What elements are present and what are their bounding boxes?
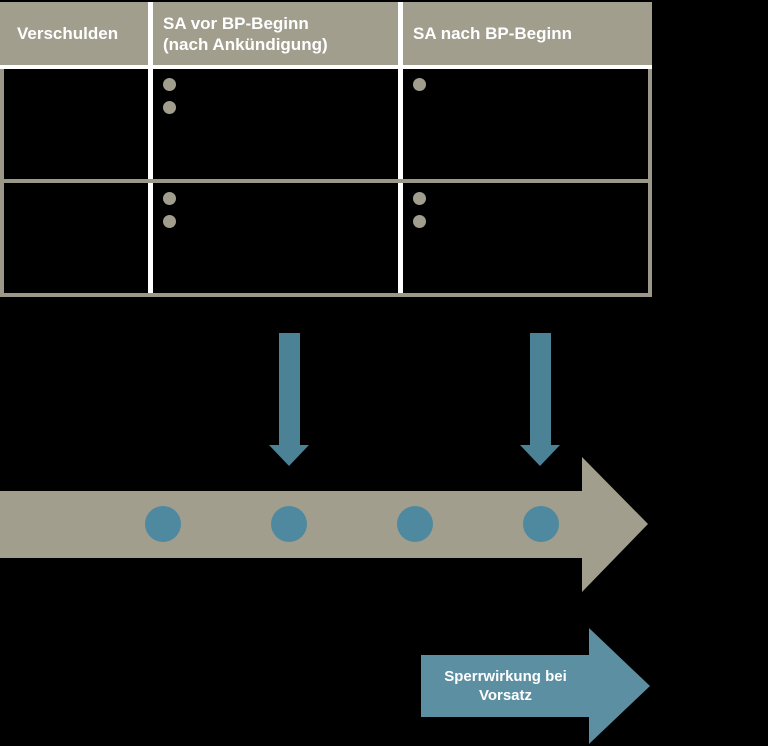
row-divider [0, 179, 652, 183]
column-separator-2 [398, 2, 403, 297]
cell-row1-sa-nach-bp [403, 69, 648, 179]
timeline-dot-icon [145, 506, 181, 542]
down-arrow-icon-1 [269, 333, 309, 466]
cell-row2-sa-nach-bp [403, 183, 648, 293]
cell-row2-verschulden [4, 183, 148, 293]
bullet-icon [413, 78, 426, 91]
bullet-icon [163, 192, 176, 205]
bullet-icon [413, 215, 426, 228]
sperrwirkung-callout-arrow: Sperrwirkung bei Vorsatz [421, 655, 590, 717]
cell-row1-verschulden [4, 69, 148, 179]
table-border-bottom [0, 293, 652, 297]
down-arrow-shaft [529, 333, 551, 445]
bullet-icon [163, 215, 176, 228]
bullet-icon [163, 78, 176, 91]
timeline-dot-icon [271, 506, 307, 542]
header-label: SA nach BP-Beginn [413, 24, 572, 43]
down-arrow-head [269, 445, 309, 466]
bullet-icon [413, 192, 426, 205]
callout-arrowhead-icon [589, 628, 650, 744]
down-arrow-shaft [278, 333, 300, 445]
timeline-dots [145, 506, 559, 542]
bullet-icon [163, 101, 176, 114]
header-cell-sa-vor-bp: SA vor BP-Beginn (nach Ankündigung) [153, 2, 398, 65]
timeline-dot-icon [523, 506, 559, 542]
verschulden-table: Verschulden SA vor BP-Beginn (nach Ankün… [0, 0, 652, 297]
header-label: SA vor BP-Beginn (nach Ankündigung) [163, 13, 328, 54]
header-cell-sa-nach-bp: SA nach BP-Beginn [403, 2, 652, 65]
down-arrow-head [520, 445, 560, 466]
cell-row2-sa-vor-bp [153, 183, 398, 293]
callout-label: Sperrwirkung bei Vorsatz [444, 668, 567, 704]
header-label: Verschulden [17, 24, 119, 43]
down-arrow-icon-2 [520, 333, 560, 466]
column-separator-1 [148, 2, 153, 297]
timeline-dot-icon [397, 506, 433, 542]
table-border-left [0, 69, 4, 297]
timeline-arrowhead-icon [582, 457, 648, 592]
cell-row1-sa-vor-bp [153, 69, 398, 179]
header-cell-verschulden: Verschulden [0, 2, 148, 65]
header-underline [0, 65, 652, 69]
table-border-right [648, 69, 652, 297]
